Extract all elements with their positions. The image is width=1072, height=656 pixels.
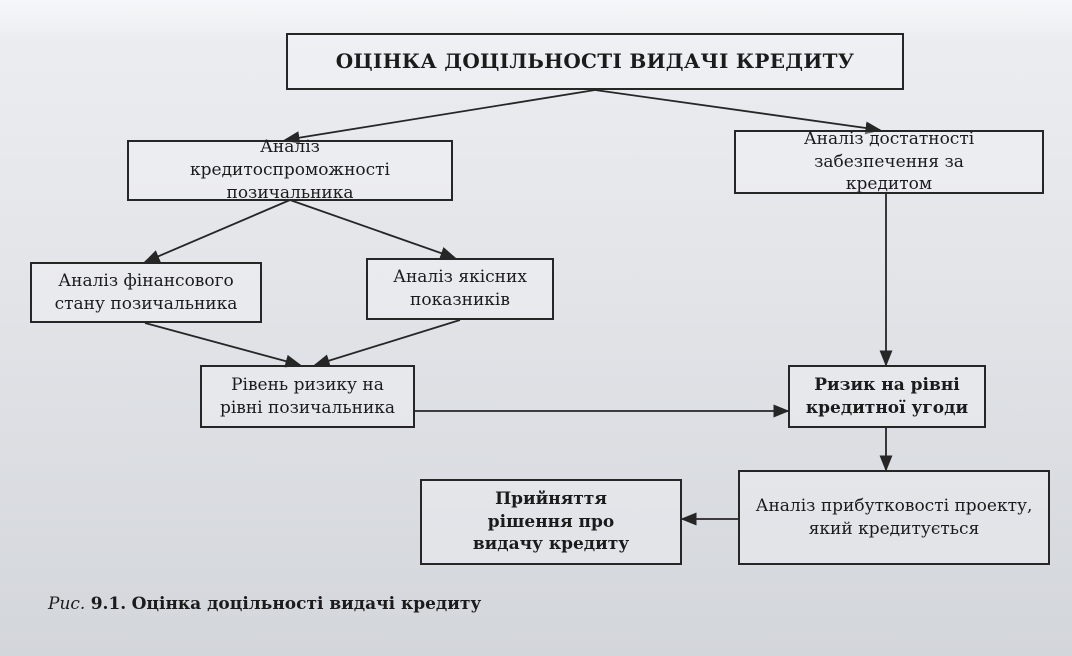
box-creditworthiness: Аналіз кредитоспроможності позичальника	[127, 137, 453, 203]
box-decision: Прийняття рішення про видачу кредиту	[420, 479, 682, 565]
box-collateral: Аналіз достатності забезпечення за креди…	[734, 128, 1044, 195]
box-collateral-text: Аналіз достатності забезпечення за креди…	[803, 128, 975, 195]
caption-text: Оцінка доцільності видачі кредиту	[131, 594, 482, 614]
box-qualitative: Аналіз якісних показників	[366, 258, 554, 320]
arrow-creditworthiness-to-qualitative	[289, 199, 457, 260]
box-financial-state: Аналіз фінансового стану позичальника	[30, 262, 262, 323]
arrow-creditworthiness-to-financial	[143, 199, 291, 263]
box-top-title-text: ОЦІНКА ДОЦІЛЬНОСТІ ВИДАЧІ КРЕДИТУ	[335, 49, 855, 73]
caption-prefix: Рис.	[48, 594, 86, 614]
box-top-title: ОЦІНКА ДОЦІЛЬНОСТІ ВИДАЧІ КРЕДИТУ	[286, 33, 904, 90]
box-borrower-risk-text: Рівень ризику на рівні позичальника	[219, 374, 396, 418]
box-borrower-risk: Рівень ризику на рівні позичальника	[200, 365, 415, 428]
arrow-financial-to-borrower-risk	[144, 322, 302, 368]
box-qualitative-text: Аналіз якісних показників	[393, 267, 527, 310]
box-agreement-risk: Ризик на рівні кредитної угоди	[788, 365, 986, 428]
arrow-top-to-collateral	[594, 89, 882, 135]
box-profitability: Аналіз прибутковості проекту, який креди…	[738, 470, 1050, 565]
box-agreement-risk-text: Ризик на рівні кредитної угоди	[805, 374, 969, 418]
caption-number: 9.1.	[90, 594, 127, 614]
figure-caption: Рис. 9.1. Оцінка доцільності видачі кред…	[48, 594, 481, 614]
box-decision-text: Прийняття рішення про видачу кредиту	[472, 488, 630, 555]
box-financial-state-text: Аналіз фінансового стану позичальника	[54, 270, 238, 314]
arrow-qualitative-to-borrower-risk	[313, 319, 461, 367]
box-creditworthiness-text: Аналіз кредитоспроможності позичальника	[190, 137, 390, 203]
arrow-top-to-creditworthiness	[283, 89, 596, 145]
box-profitability-text: Аналіз прибутковості проекту, який креди…	[755, 495, 1033, 539]
